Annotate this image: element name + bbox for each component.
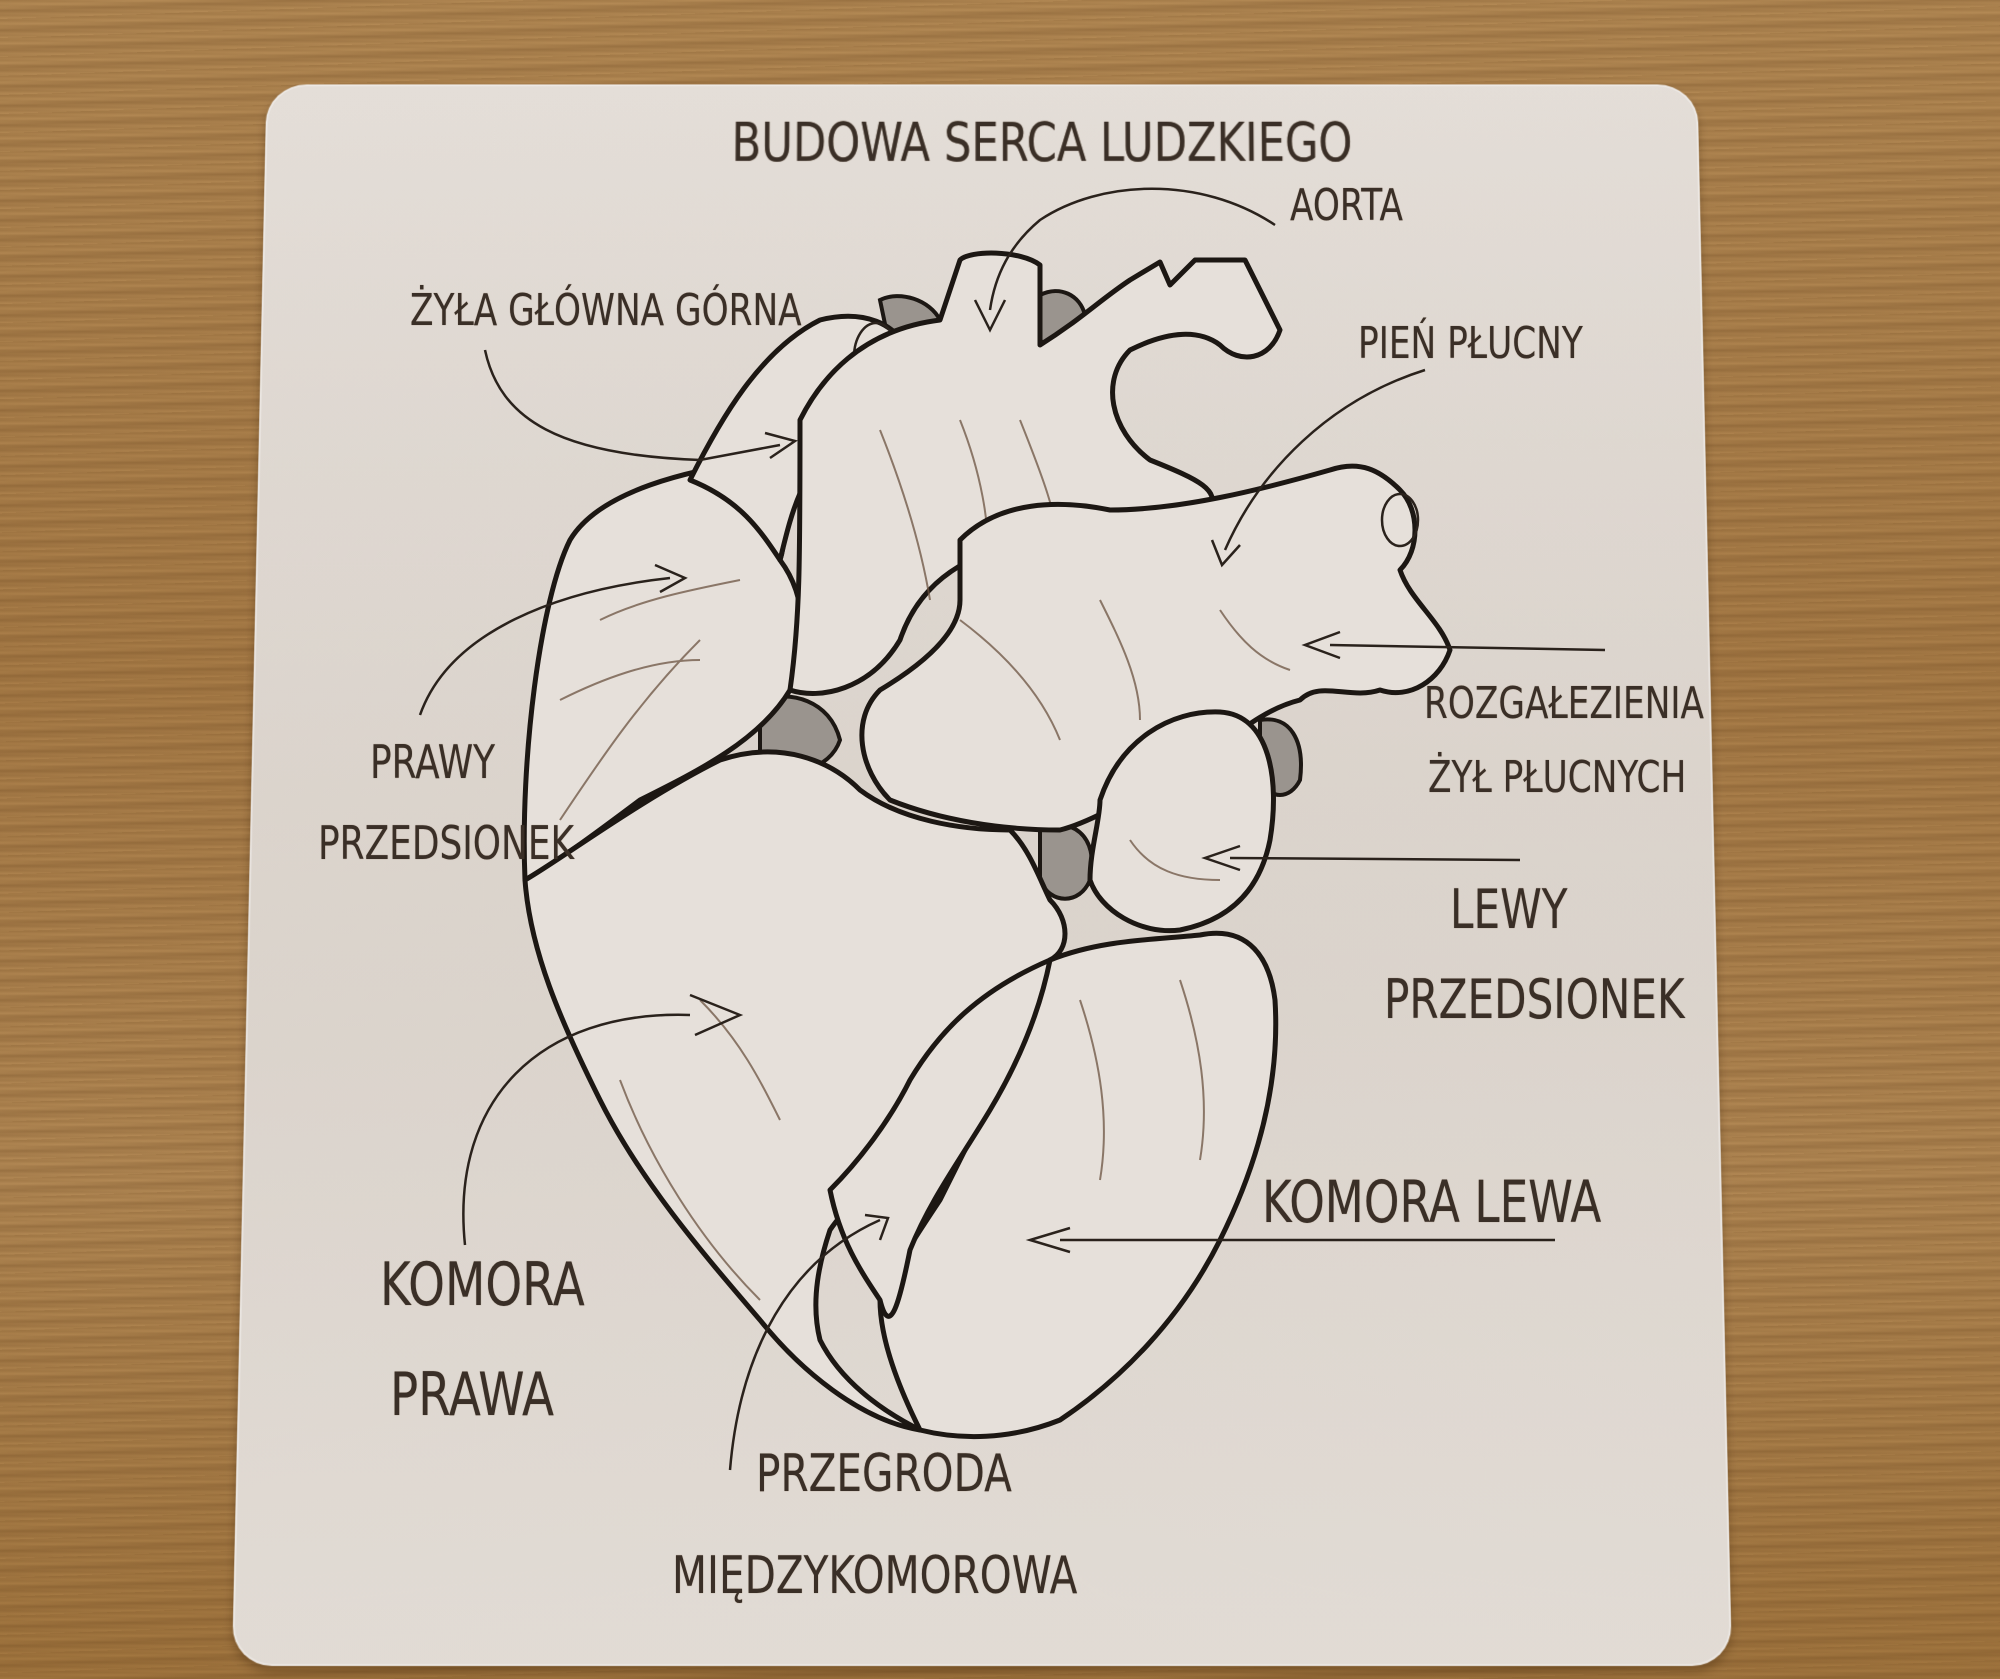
label-left-atrium-1: LEWY: [1450, 878, 1568, 941]
label-aorta: AORTA: [1290, 180, 1404, 231]
label-right-atrium-1: PRAWY: [370, 735, 496, 789]
arrows: [418, 187, 1606, 1471]
ventricle-cutout-hole: [1038, 823, 1094, 901]
arrow-right-ventricle: [462, 1013, 691, 1246]
label-pulmonary-veins-1: ROZGAŁEZIENIA: [1424, 678, 1705, 729]
arrow-vena-cava: [483, 349, 781, 462]
label-vena-cava: ŻYŁA GŁÓWNA GÓRNA: [410, 285, 802, 336]
label-septum-2: MIĘDZYKOMOROWA: [672, 1546, 1078, 1606]
arrow-right-atrium: [418, 576, 671, 716]
label-right-ventricle-1: KOMORA: [380, 1250, 585, 1320]
piece-pulmonary-trunk[interactable]: [859, 463, 1453, 833]
label-right-atrium-2: PRZEDSIONEK: [318, 816, 575, 870]
label-septum-1: PRZEGRODA: [756, 1444, 1012, 1504]
arrow-pulmonary-trunk: [1223, 368, 1426, 551]
label-pulmonary-veins-2: ŻYŁ PŁUCNYCH: [1428, 752, 1687, 803]
label-left-atrium-2: PRZEDSIONEK: [1384, 968, 1685, 1031]
label-pulmonary-trunk: PIEŃ PŁUCNY: [1358, 318, 1583, 369]
label-right-ventricle-2: PRAWA: [390, 1360, 555, 1430]
arrow-aorta: [988, 187, 1276, 311]
piece-left-atrium[interactable]: [1087, 709, 1276, 934]
arrow-pulmonary-veins: [1329, 643, 1606, 652]
piece-aorta[interactable]: [787, 250, 1283, 696]
label-left-ventricle: KOMORA LEWA: [1262, 1168, 1602, 1236]
arrow-septum: [728, 1218, 881, 1471]
arrow-left-atrium: [1229, 856, 1521, 862]
